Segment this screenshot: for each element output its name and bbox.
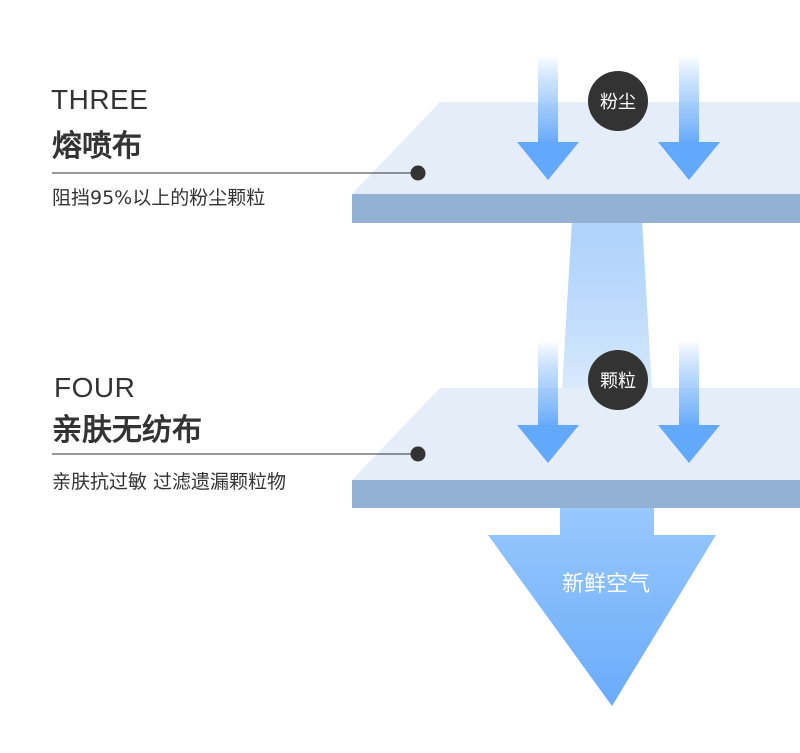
filter-layer-three (352, 102, 800, 223)
layer-four-title: 亲肤无纺布 (52, 413, 202, 448)
leader-line-three (52, 165, 426, 181)
down-arrow (658, 55, 720, 180)
leader-line-four (52, 446, 426, 462)
down-arrow (517, 55, 579, 180)
arrows-layer-three (517, 55, 720, 180)
layer-three-number: THREE (51, 84, 149, 115)
badge-dust: 粉尘 (588, 71, 648, 131)
layer-three-description: 阻挡95%以上的粉尘颗粒 (52, 187, 266, 209)
air-stream (562, 220, 652, 390)
layer-four-description: 亲肤抗过敏 过滤遗漏颗粒物 (52, 471, 287, 493)
down-arrow (517, 340, 579, 463)
arrows-layer-four (517, 340, 720, 463)
layer-four-number: FOUR (54, 372, 136, 403)
fresh-air-label: 新鲜空气 (562, 572, 650, 597)
layer-four-top (352, 388, 800, 480)
layer-three-title: 熔喷布 (52, 129, 142, 164)
layer-four-edge (352, 480, 800, 508)
layer-three-edge (352, 194, 800, 223)
svg-text:颗粒: 颗粒 (600, 371, 636, 392)
down-arrow (658, 340, 720, 463)
fresh-air-arrow: 新鲜空气 (488, 508, 716, 706)
badge-particle: 颗粒 (588, 350, 648, 410)
svg-text:粉尘: 粉尘 (600, 92, 636, 113)
